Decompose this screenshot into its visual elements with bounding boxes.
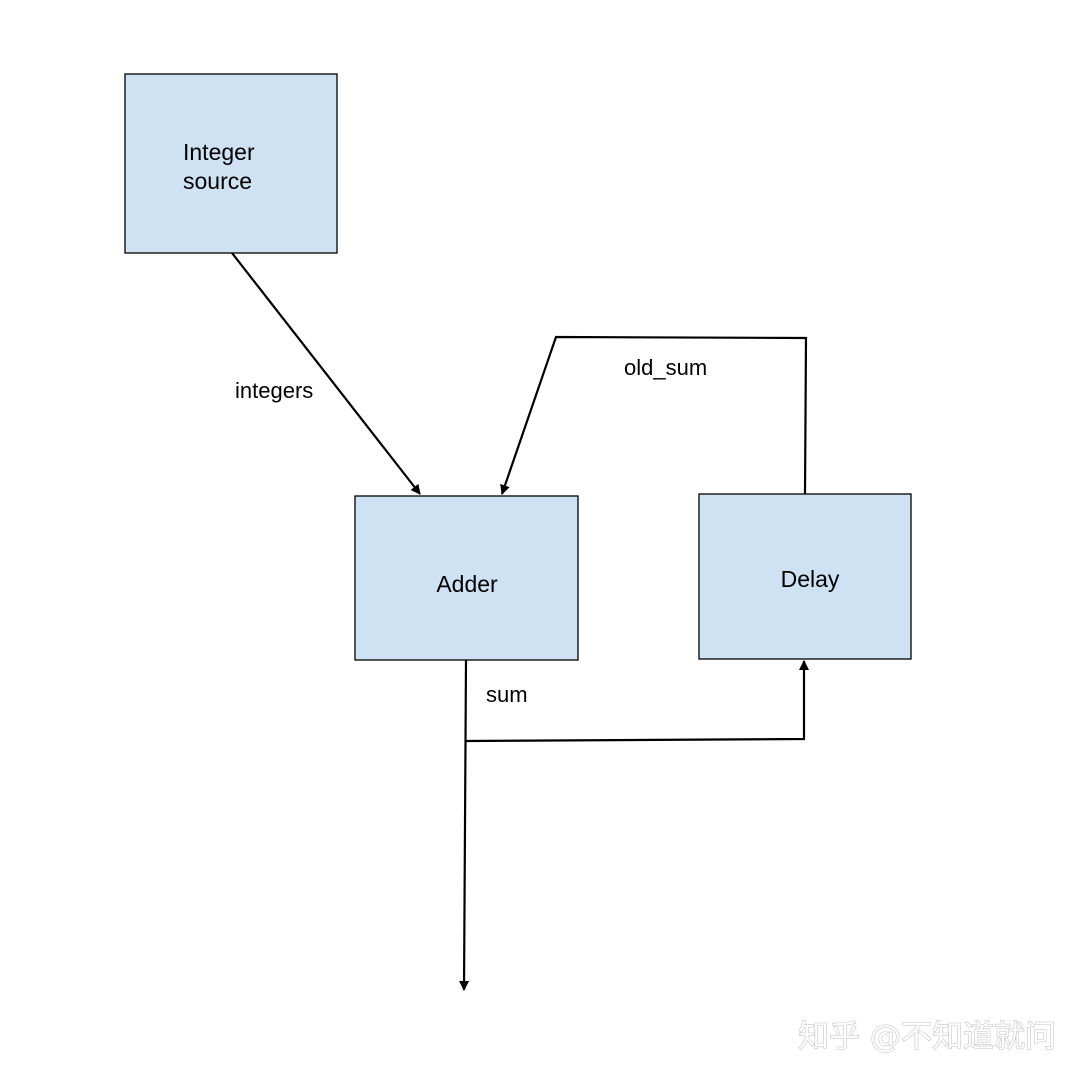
integers-edge-label: integers — [235, 378, 313, 403]
old-sum-edge: old_sum — [500, 335, 808, 495]
old-sum-arrow — [500, 335, 808, 495]
adder-box — [354, 495, 579, 661]
watermark-text: 知乎 @不知道就问 — [798, 1019, 1056, 1055]
integers-arrow — [231, 252, 421, 495]
integer-source-box — [124, 73, 338, 254]
delay-label: Delay — [781, 566, 840, 592]
adder-node[interactable]: Adder — [354, 495, 579, 661]
integer-source-label-line2: source — [183, 168, 252, 194]
old-sum-edge-label: old_sum — [624, 355, 707, 380]
sum-output-arrow — [459, 659, 470, 991]
adder-label: Adder — [436, 571, 498, 597]
delay-node[interactable]: Delay — [698, 493, 912, 660]
sum-edge: sum — [459, 659, 809, 991]
integer-source-node[interactable]: Integer source — [124, 73, 338, 254]
sum-edge-label: sum — [486, 682, 528, 707]
integer-source-label-line1: Integer — [183, 139, 255, 165]
integers-edge: integers — [231, 252, 421, 495]
sum-to-delay-arrow — [465, 660, 809, 743]
